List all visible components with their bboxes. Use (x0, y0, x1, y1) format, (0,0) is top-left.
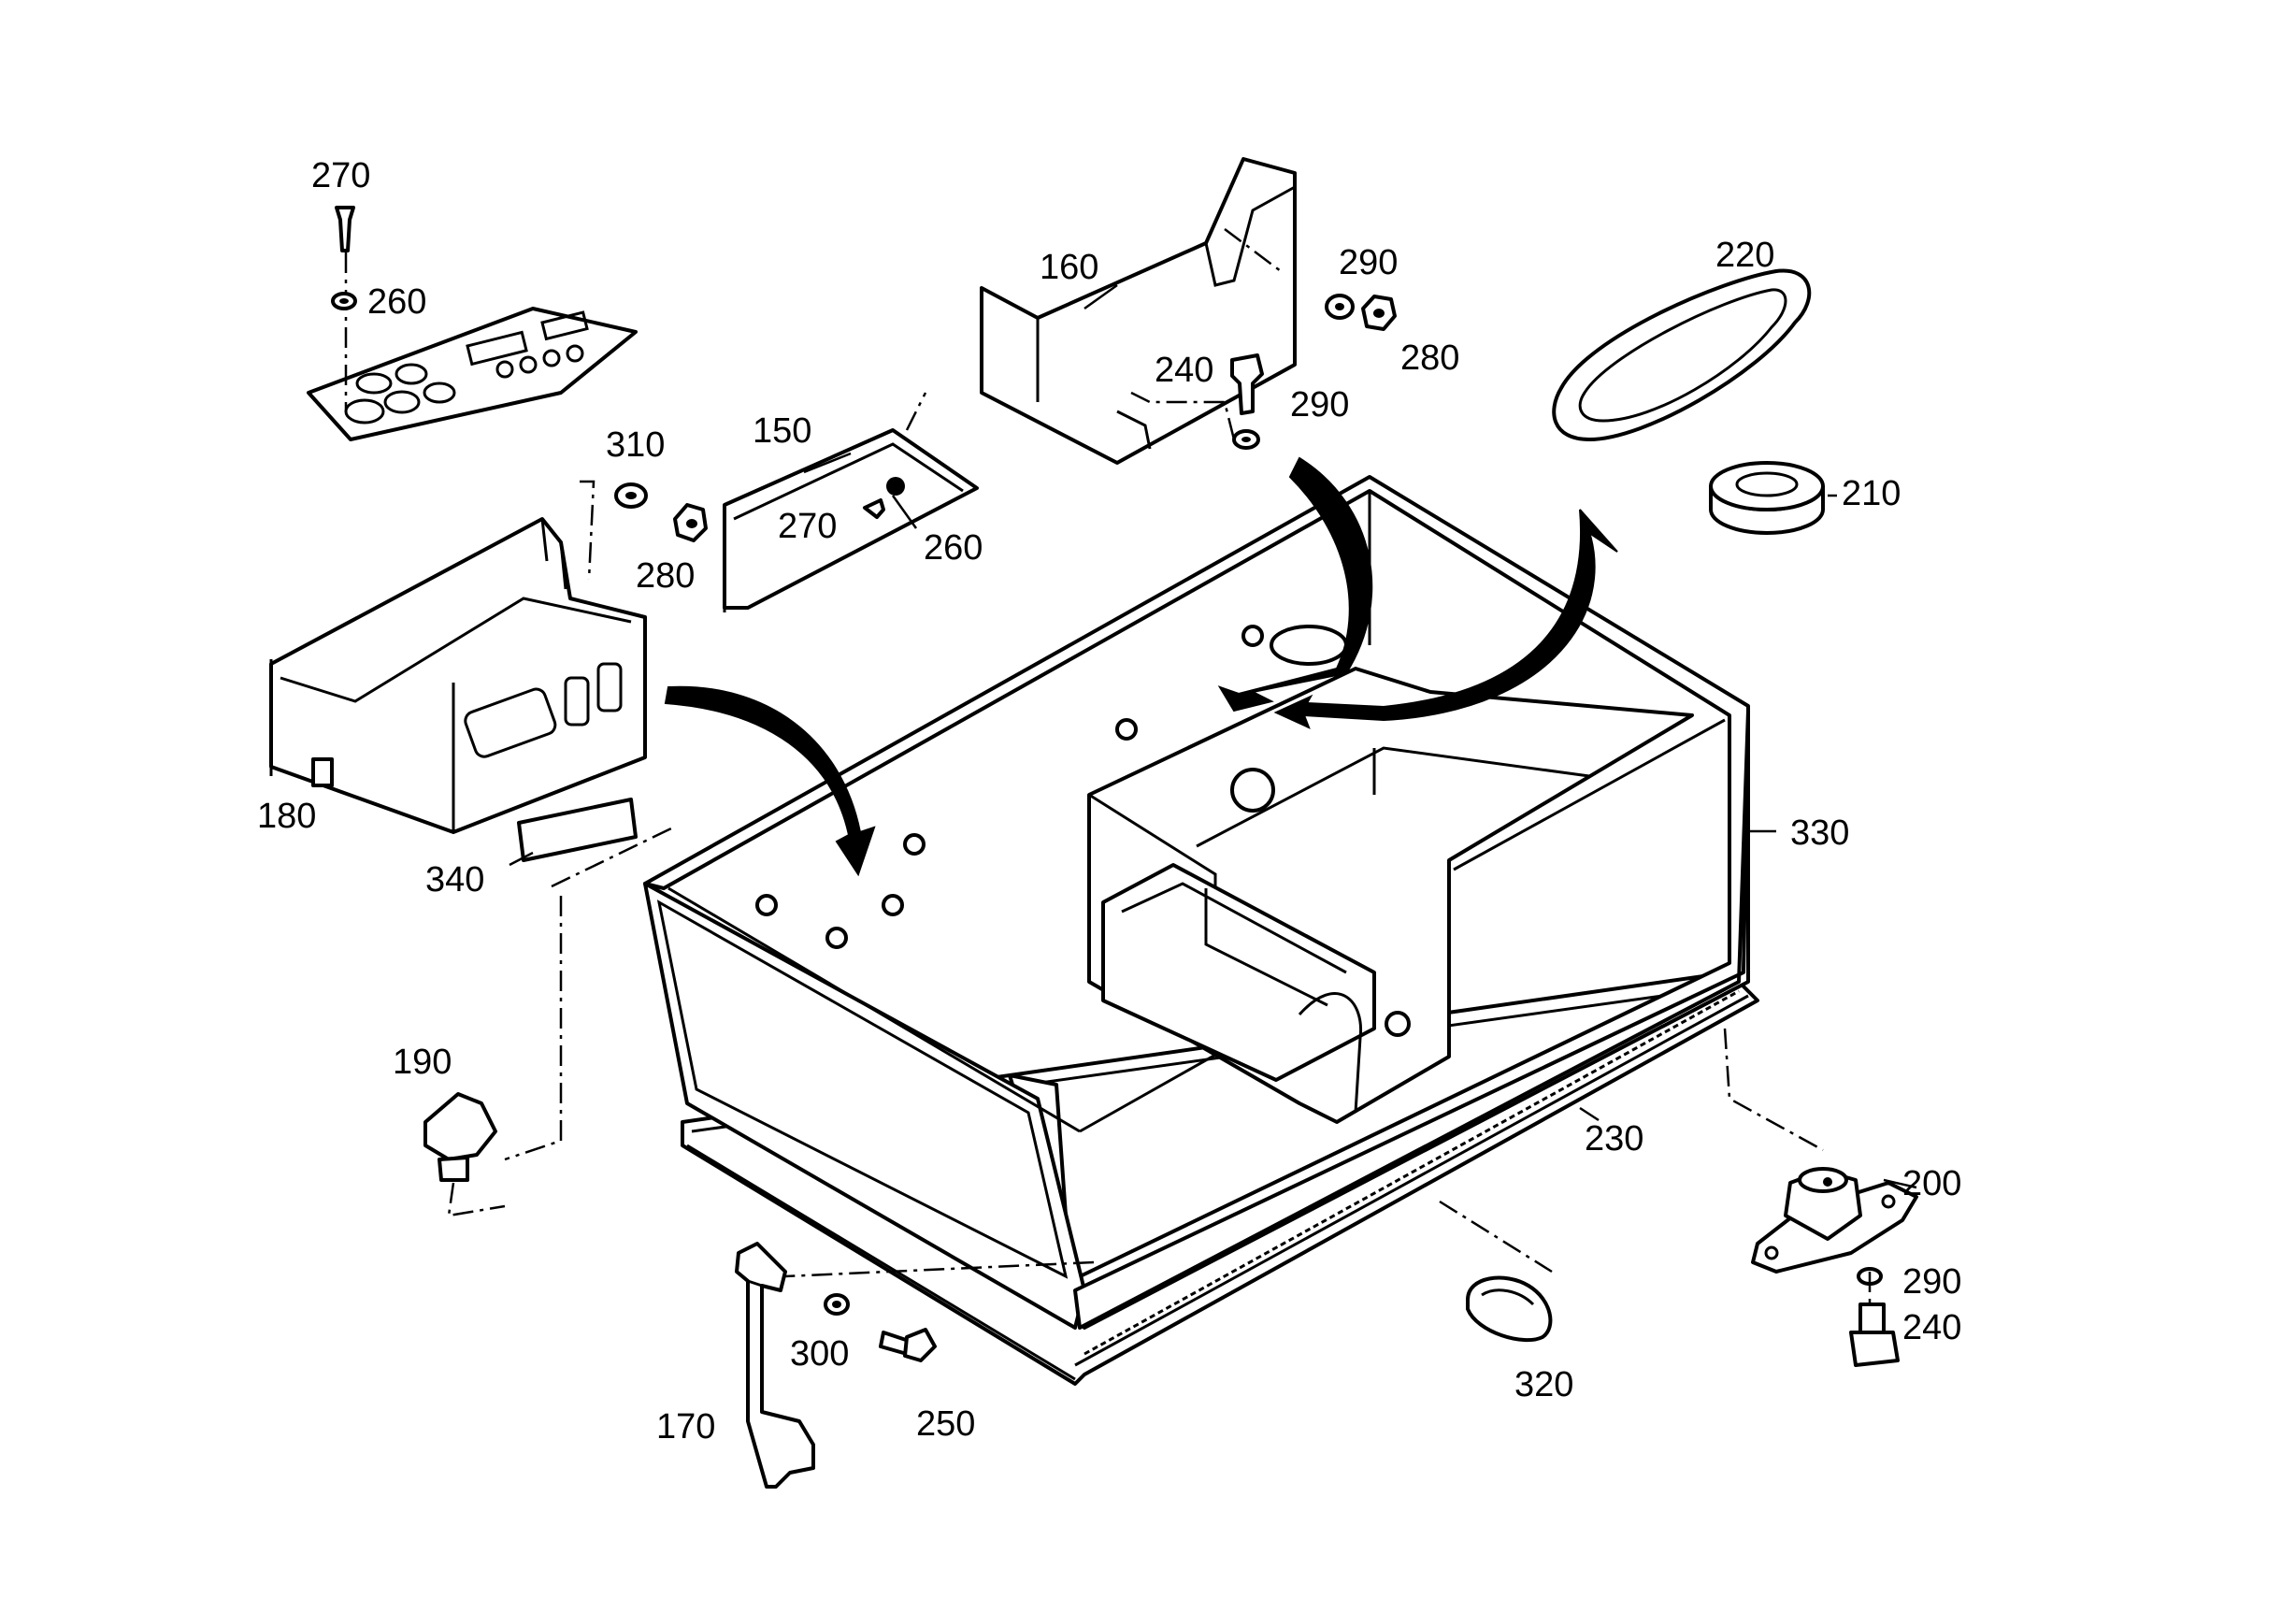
label-340: 340 (425, 860, 484, 900)
label-310: 310 (606, 425, 665, 465)
label-240-top: 240 (1155, 351, 1213, 390)
label-220: 220 (1715, 236, 1774, 275)
arrow-gasket-to-housing (1273, 509, 1618, 729)
label-290-bottom: 290 (1902, 1262, 1961, 1302)
handle-170 (735, 1242, 815, 1489)
label-200: 200 (1902, 1164, 1961, 1203)
washer-260-top (331, 292, 357, 310)
label-170: 170 (656, 1407, 715, 1446)
washer-290-top (1325, 294, 1355, 320)
label-320: 320 (1514, 1365, 1573, 1404)
bracket-180 (269, 480, 647, 834)
arrow-cover-to-housing (1217, 456, 1373, 712)
label-240-bottom: 240 (1902, 1308, 1961, 1347)
bolt-270-mid (863, 498, 885, 519)
label-210: 210 (1842, 474, 1901, 513)
label-280-left: 280 (636, 556, 695, 596)
label-300: 300 (790, 1334, 849, 1374)
leader-lines (509, 283, 1917, 1189)
label-290-mid: 290 (1290, 385, 1349, 425)
nut-280-left (673, 503, 708, 542)
cover-160 (980, 157, 1297, 465)
label-160: 160 (1040, 248, 1098, 287)
nameplate-340: LIEBHERR (517, 798, 638, 862)
buffer-190 (423, 1092, 497, 1182)
washer-260-mid (886, 477, 905, 496)
assembly-lines (447, 826, 1872, 1304)
housing-330 (643, 475, 1759, 1386)
washer-290-mid (1232, 429, 1260, 450)
housing-studs (755, 625, 1264, 949)
label-260-top: 260 (367, 282, 426, 322)
label-180: 180 (257, 797, 316, 836)
bolt-240-bottom (1849, 1303, 1900, 1367)
label-250: 250 (916, 1404, 975, 1444)
washer-300 (824, 1293, 850, 1316)
part-labels: 270 260 160 290 280 240 290 220 210 310 … (257, 156, 1961, 1446)
bolt-240-top (1230, 353, 1264, 415)
mount-200 (1751, 1167, 1918, 1274)
label-260-mid: 260 (924, 528, 983, 568)
label-270-mid: 270 (778, 507, 837, 546)
bolt-250 (879, 1328, 937, 1362)
label-280-right: 280 (1400, 338, 1459, 378)
label-150: 150 (753, 411, 811, 451)
arrow-bracket-to-housing (664, 685, 876, 877)
gasket-220 (1552, 268, 1812, 441)
panel-150 (723, 392, 979, 612)
label-270-top: 270 (311, 156, 370, 195)
label-230: 230 (1585, 1119, 1643, 1159)
ring-210 (1709, 461, 1825, 535)
bolt-270-top (335, 206, 355, 252)
nut-280-right (1361, 295, 1397, 331)
label-290-top: 290 (1339, 243, 1398, 282)
cap-320 (1466, 1275, 1553, 1343)
label-190: 190 (393, 1043, 452, 1082)
label-330: 330 (1790, 813, 1849, 853)
washer-310 (614, 482, 648, 509)
panel-plate-top-left (307, 215, 638, 441)
